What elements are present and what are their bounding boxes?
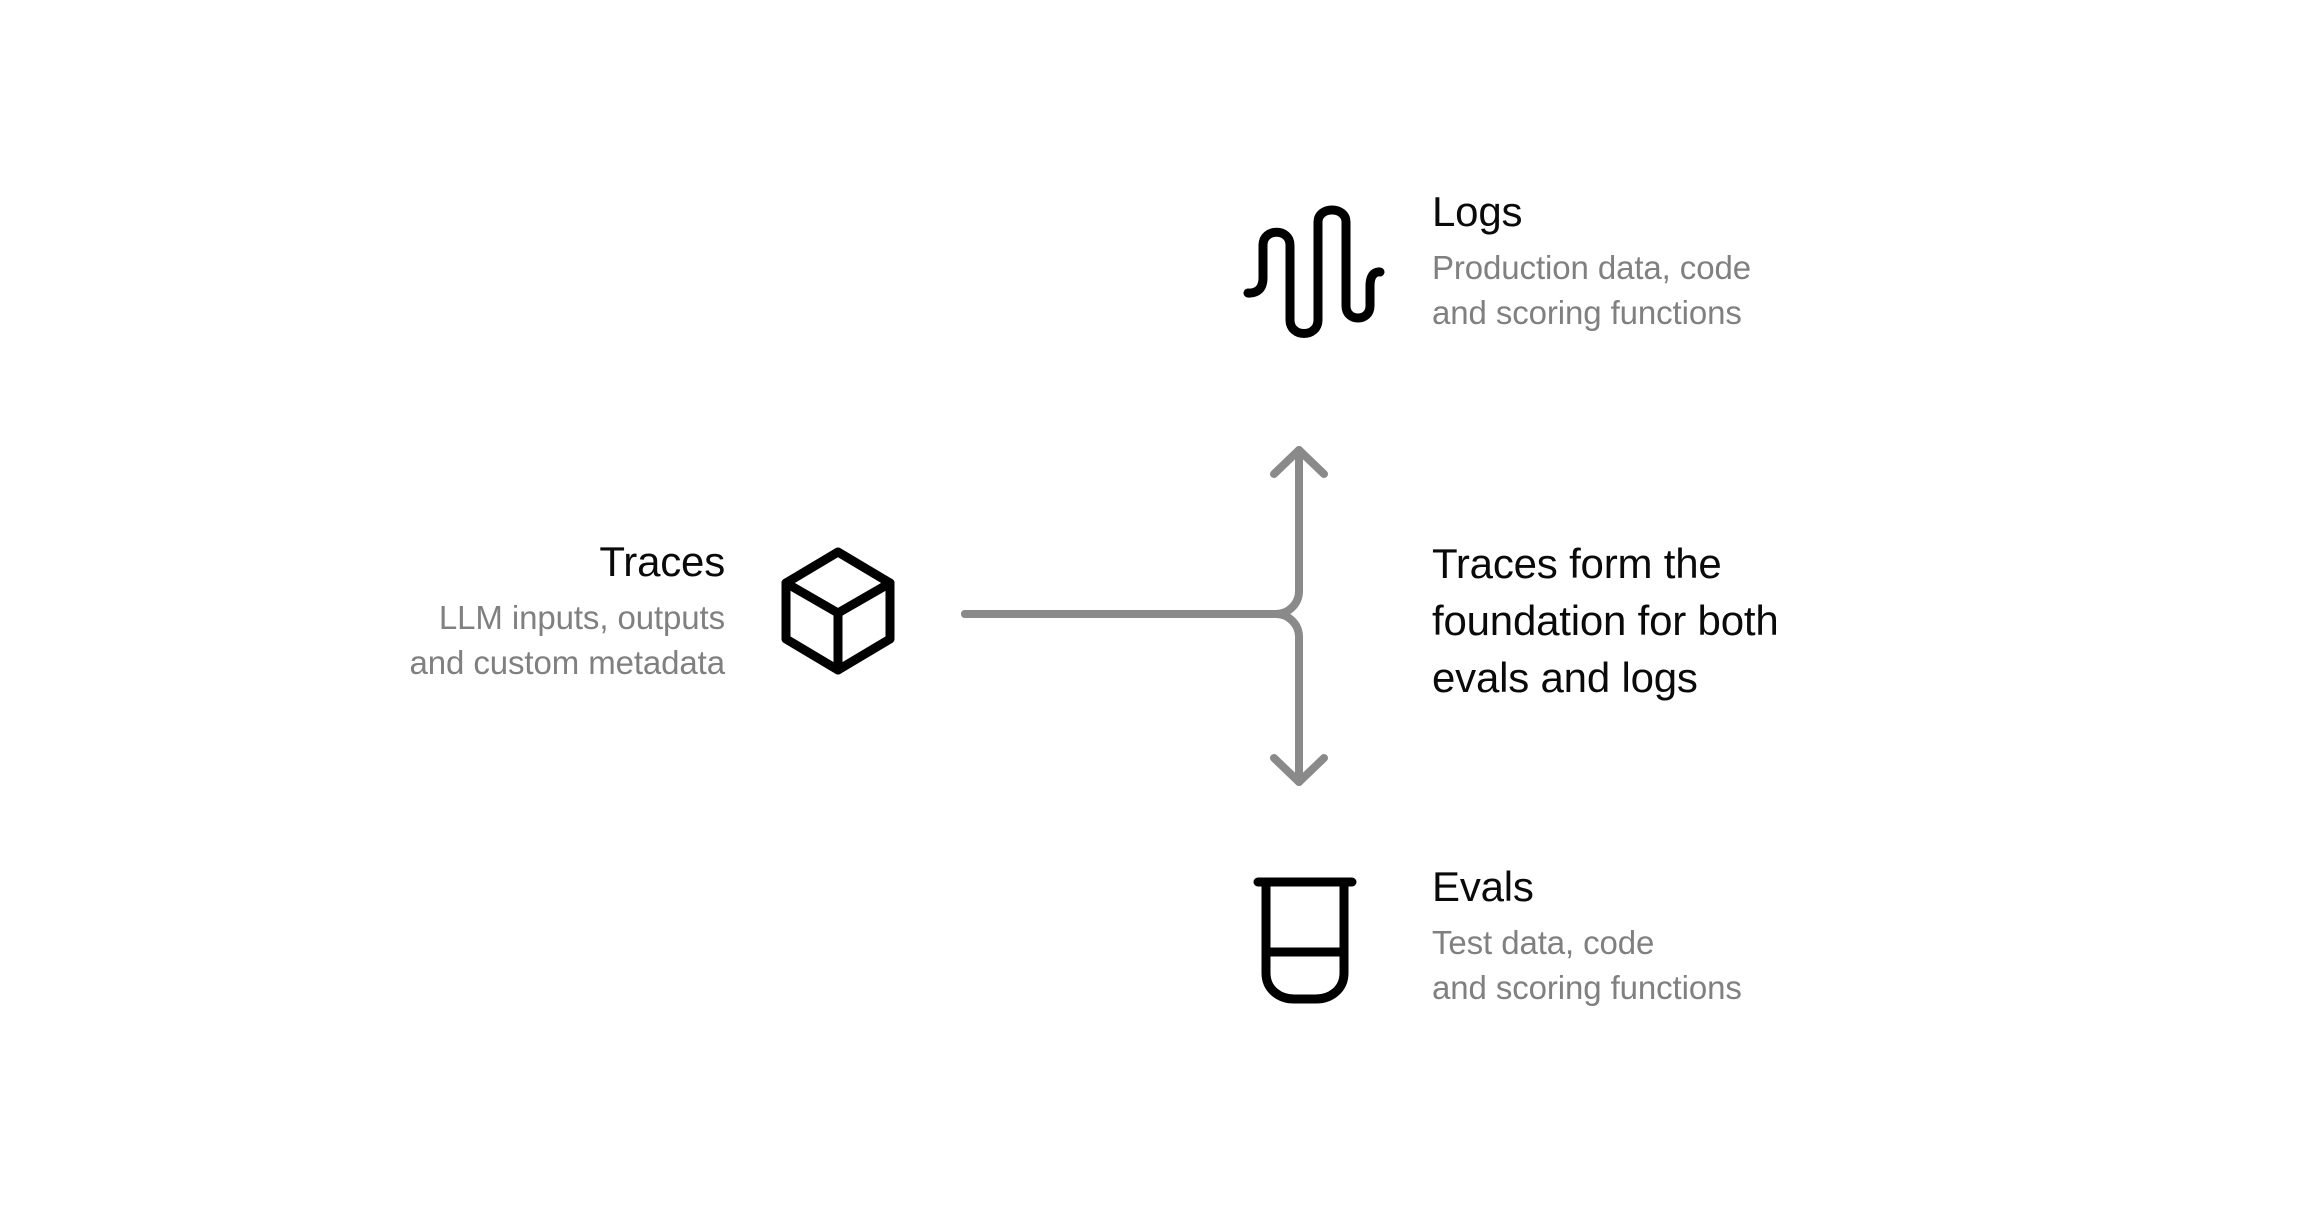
traces-subtitle-line-2: and custom metadata [409,644,726,681]
evals-subtitle-line-2: and scoring functions [1432,969,1742,1006]
caption-text: Traces form the foundation for both eval… [1432,535,1952,706]
evals-title: Evals [1432,863,1534,910]
traces-title: Traces [599,538,725,585]
logs-subtitle-line-1: Production data, code [1432,249,1751,286]
beaker-icon [1248,868,1368,1019]
evals-subtitle-line-1: Test data, code [1432,924,1655,961]
logs-title: Logs [1432,188,1523,235]
logs-subtitle-line-2: and scoring functions [1432,294,1742,331]
logs-node-labels: Logs Production data, code and scoring f… [1432,185,1751,335]
caption-line-2: foundation for both [1432,597,1779,644]
branching-connector [940,410,1360,835]
traces-node-labels: Traces LLM inputs, outputs and custom me… [180,535,726,685]
traces-subtitle-line-1: LLM inputs, outputs [438,599,725,636]
evals-node-labels: Evals Test data, code and scoring functi… [1432,860,1742,1010]
arrowhead-down [1270,754,1328,786]
caption-line-3: evals and logs [1432,654,1698,701]
arrowhead-up [1270,446,1328,478]
caption-line-1: Traces form the [1432,540,1722,587]
wave-icon [1238,198,1388,355]
cube-icon [770,538,906,689]
